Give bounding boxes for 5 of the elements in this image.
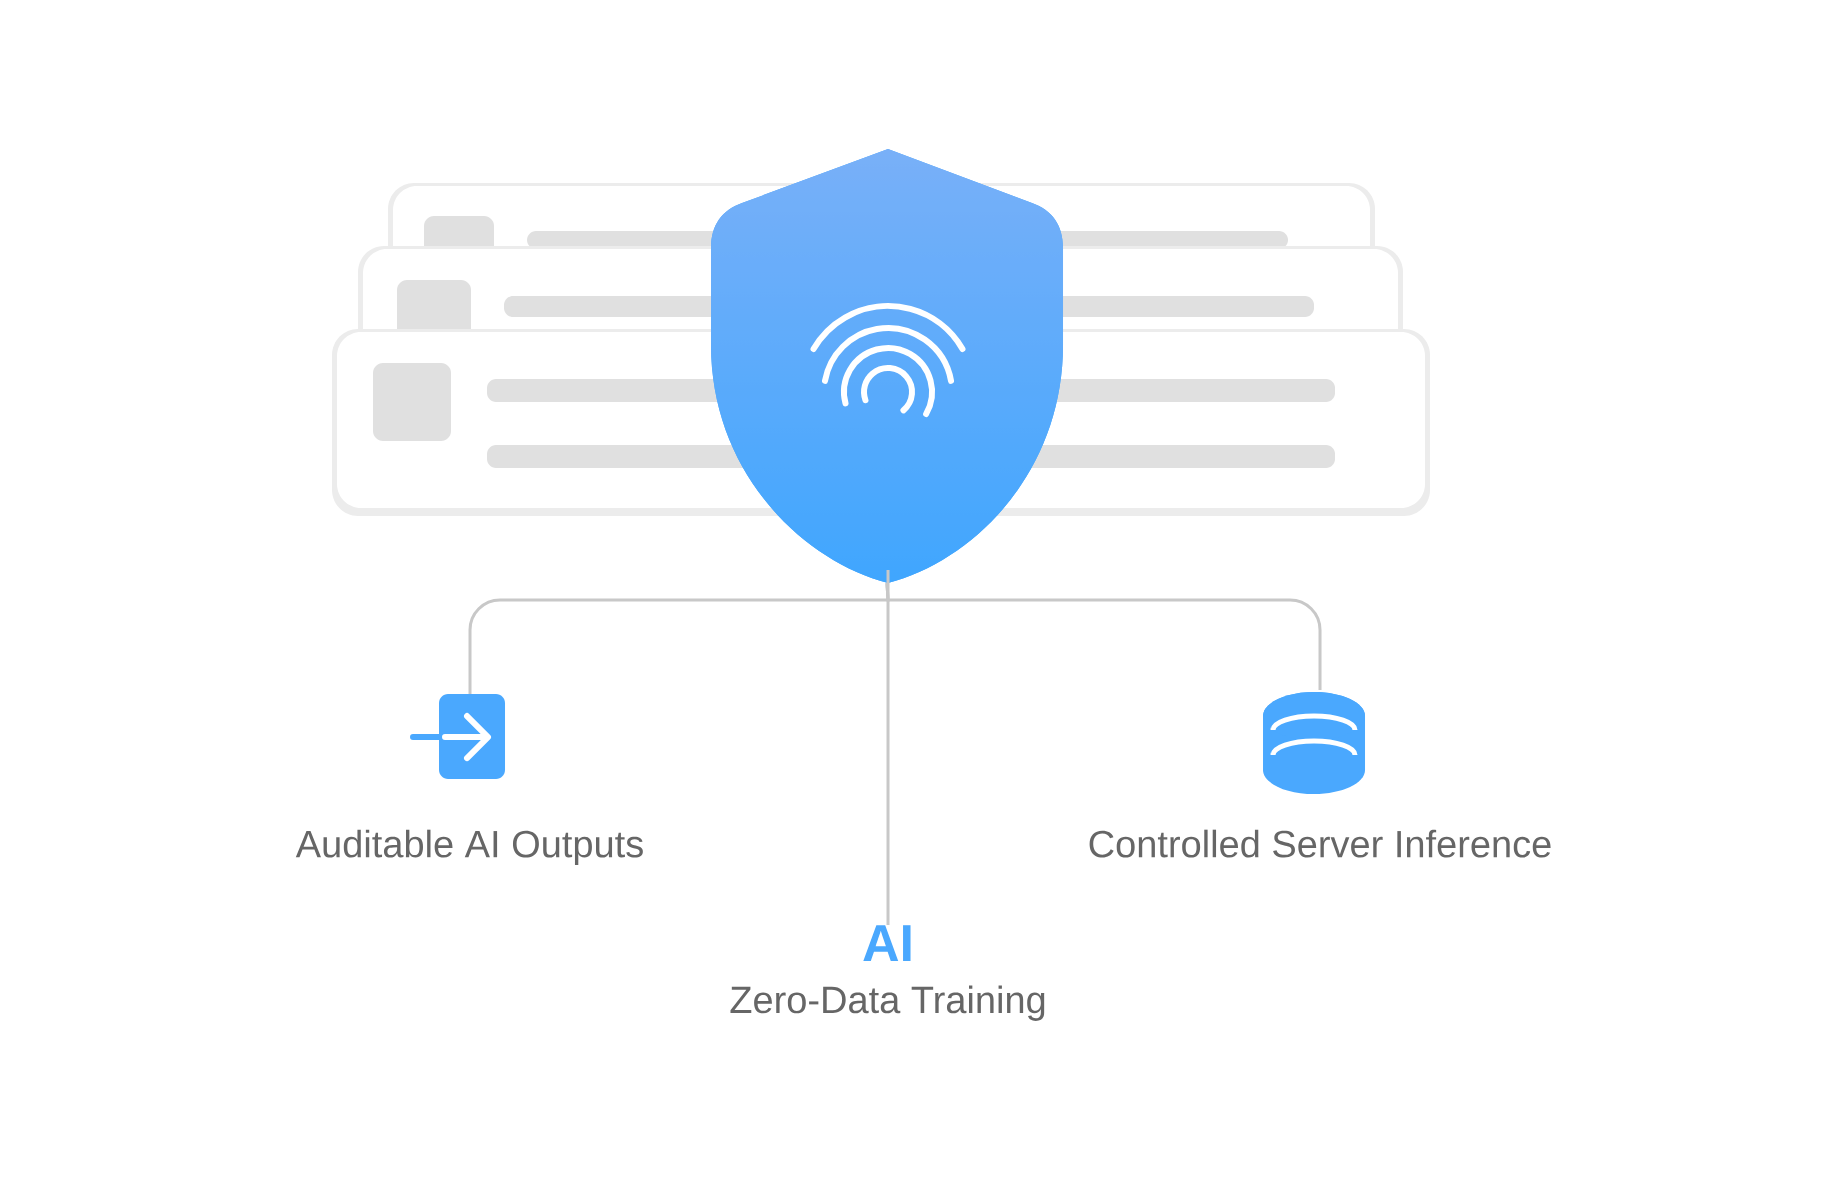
label: Auditable AI Outputs bbox=[295, 829, 643, 866]
shield bbox=[711, 149, 1063, 583]
label: Controlled Server Inference bbox=[1089, 829, 1551, 858]
connector-line bbox=[885, 568, 890, 925]
label: AI Zero-Data Training bbox=[730, 925, 1045, 1021]
